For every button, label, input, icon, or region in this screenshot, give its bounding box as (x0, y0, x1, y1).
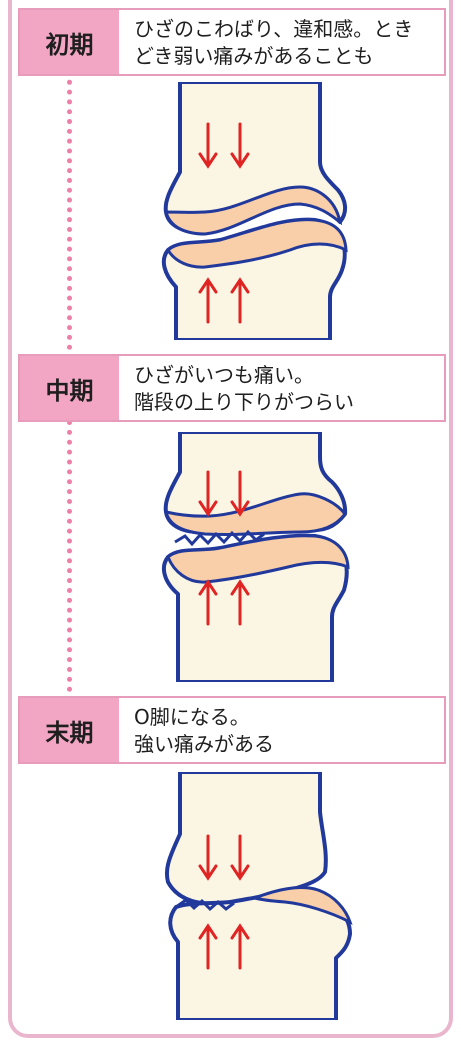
stage-description-line: 強い痛みがある (134, 731, 438, 758)
stage-middle-box: 中期 ひざがいつも痛い。 階段の上り下りがつらい (18, 354, 446, 422)
stage-description-line: 階段の上り下りがつらい (134, 389, 438, 416)
stage-description-line: O脚になる。 (134, 704, 438, 731)
knee-joint-middle-illustration (0, 432, 461, 682)
stage-label: 初期 (20, 10, 119, 74)
knee-joint-late-illustration (0, 772, 461, 1020)
stage-description: O脚になる。 強い痛みがある (134, 704, 438, 758)
stage-label: 中期 (20, 356, 119, 420)
stage-late-box: 末期 O脚になる。 強い痛みがある (18, 696, 446, 764)
stage-description-line: ひざのこわばり、違和感。とき (134, 16, 438, 43)
stage-description-line: どき弱い痛みがあることも (134, 43, 438, 70)
stage-label: 末期 (20, 698, 119, 762)
stage-description: ひざがいつも痛い。 階段の上り下りがつらい (134, 362, 438, 416)
stage-description-line: ひざがいつも痛い。 (134, 362, 438, 389)
stage-description: ひざのこわばり、違和感。とき どき弱い痛みがあることも (134, 16, 438, 70)
stage-early-box: 初期 ひざのこわばり、違和感。とき どき弱い痛みがあることも (18, 8, 446, 76)
knee-joint-early-illustration (0, 82, 461, 340)
